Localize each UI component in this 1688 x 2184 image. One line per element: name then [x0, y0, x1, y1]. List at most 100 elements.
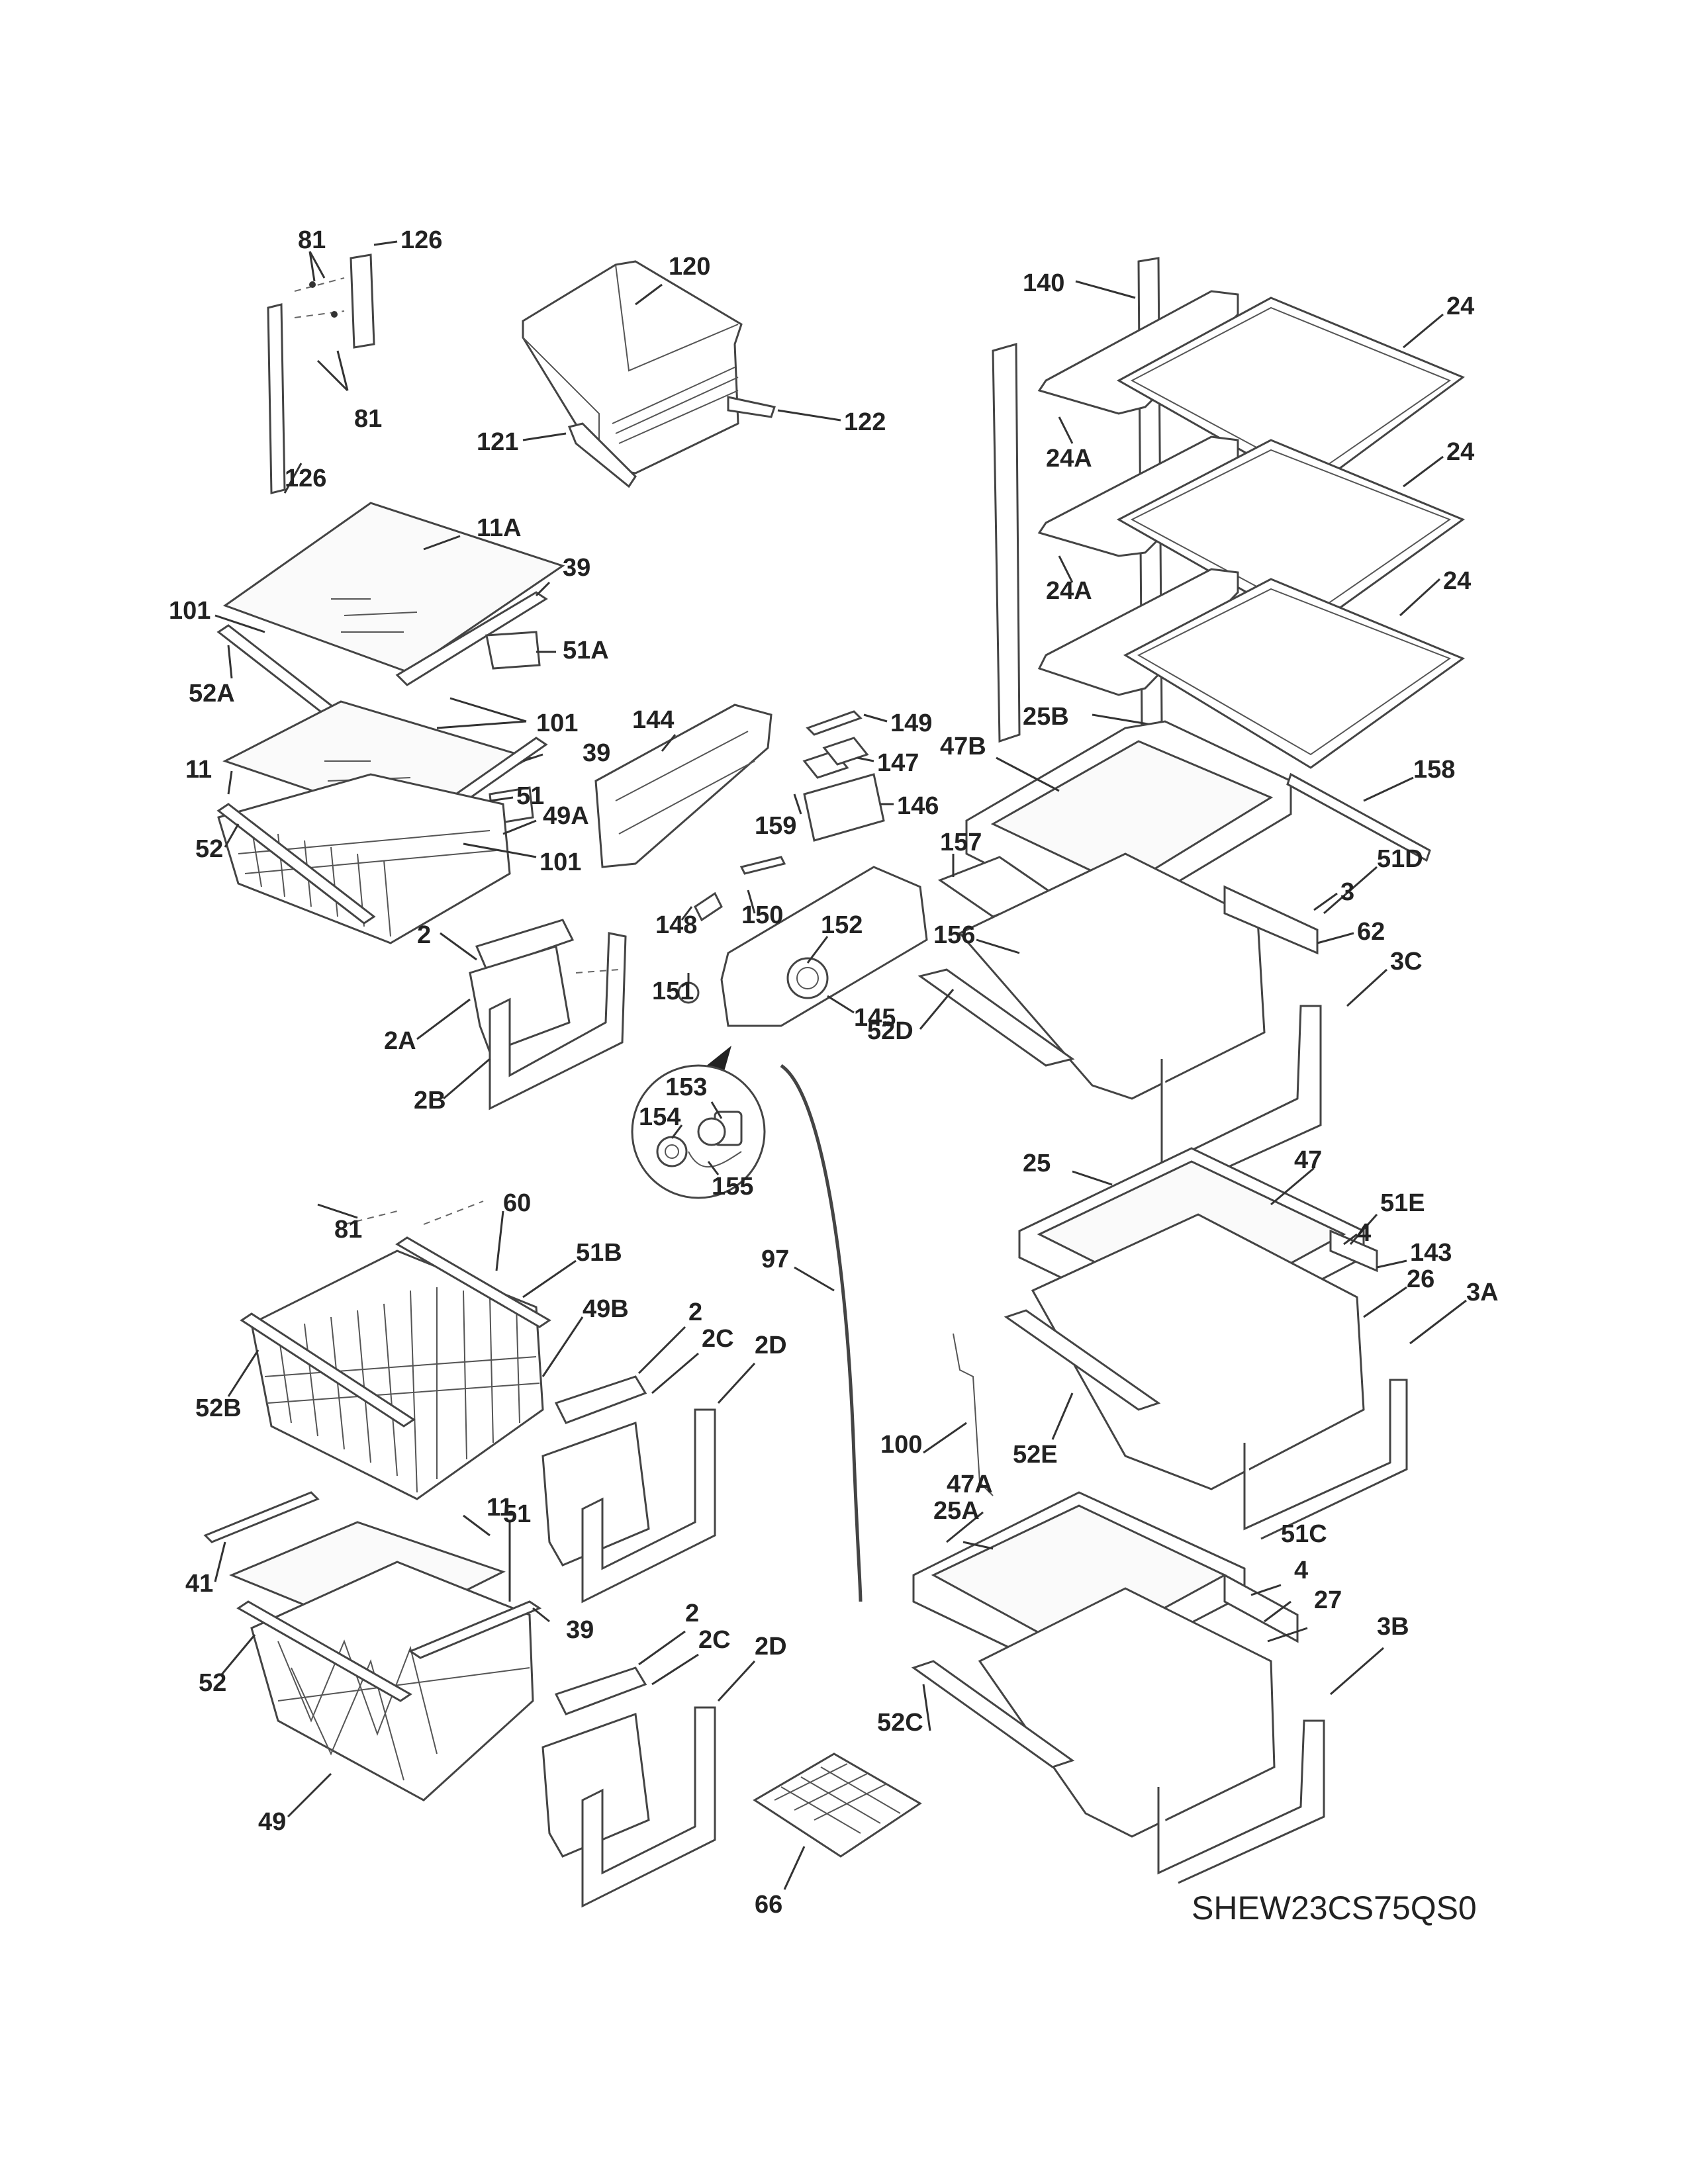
callout: 52C	[877, 1709, 923, 1737]
callout: 2	[685, 1600, 699, 1627]
callout: 52B	[195, 1394, 242, 1422]
callout: 24A	[1046, 445, 1092, 473]
callout: 52	[199, 1669, 226, 1697]
callout: 24	[1446, 293, 1474, 320]
callout: 25	[1023, 1150, 1051, 1177]
callout: 2B	[414, 1087, 446, 1115]
callout: 52D	[867, 1017, 914, 1045]
callout: 2A	[384, 1027, 416, 1055]
callout: 4	[1357, 1219, 1371, 1247]
callout: 11A	[477, 514, 522, 542]
crisper-47b-assembly	[917, 720, 1431, 1189]
callout: 2	[688, 1298, 702, 1326]
callout: 47	[1294, 1146, 1322, 1174]
callout: 51E	[1380, 1189, 1425, 1217]
callout: 39	[563, 554, 590, 582]
callout: 39	[583, 739, 610, 767]
door-bin-2	[416, 919, 627, 1111]
callout: 2	[417, 921, 431, 949]
shelf-24-bottom	[1037, 568, 1466, 769]
shelf-24-middle	[1037, 435, 1466, 630]
shelf-rails-and-shelves	[992, 257, 1466, 769]
callout: 146	[897, 792, 939, 820]
callout: 3B	[1377, 1613, 1409, 1641]
callout: 81	[354, 405, 382, 433]
model-number: SHEW23CS75QS0	[1192, 1889, 1477, 1927]
hinge-bracket-group	[267, 240, 398, 494]
callout: 47A	[947, 1471, 993, 1498]
callout: 3	[1340, 878, 1354, 906]
callout: 41	[185, 1570, 213, 1598]
callout: 51C	[1281, 1520, 1327, 1548]
callout: 157	[940, 829, 982, 856]
callout: 25B	[1023, 703, 1069, 731]
callout: 147	[877, 749, 919, 777]
callout: 49	[258, 1808, 286, 1836]
shelf-24-top	[1037, 290, 1466, 491]
callout: 150	[741, 901, 783, 929]
callout: 151	[652, 978, 694, 1005]
door-bin-upper	[541, 1326, 756, 1604]
callout: 49B	[583, 1295, 629, 1323]
callout: 101	[169, 597, 211, 625]
callout: 126	[400, 226, 442, 254]
callout: 39	[566, 1616, 594, 1644]
callout: 66	[755, 1891, 782, 1919]
callout: 140	[1023, 269, 1064, 297]
callout: 51D	[1377, 845, 1423, 873]
water-valve-detail	[631, 1046, 766, 1199]
callout: 81	[334, 1216, 362, 1244]
callout: 11	[487, 1494, 513, 1522]
callout: 2C	[698, 1626, 731, 1654]
callout: 24	[1443, 567, 1471, 595]
callout-labels: 81 126 120 121 122 126 81 140 24 24A 24 …	[169, 226, 1499, 1919]
callout: 81	[298, 226, 326, 254]
crisper-47a-assembly	[911, 1491, 1384, 1884]
callout: 27	[1314, 1586, 1342, 1614]
callout: 154	[639, 1103, 680, 1131]
callout: 26	[1407, 1265, 1434, 1293]
callout: 51A	[563, 637, 609, 664]
callout: 52	[195, 835, 223, 863]
callout: 51	[503, 1500, 531, 1528]
callout: 120	[669, 253, 710, 281]
callout: 155	[712, 1173, 753, 1201]
callout: 101	[539, 848, 581, 876]
ice-maker-assembly	[594, 704, 928, 1027]
callout: 126	[285, 465, 326, 492]
water-tube-97	[780, 1064, 863, 1602]
callout: 100	[880, 1431, 922, 1459]
callout: 52E	[1013, 1441, 1058, 1469]
callout: 122	[844, 408, 886, 436]
callout: 3A	[1466, 1279, 1499, 1306]
callout: 60	[503, 1189, 531, 1217]
callout: 51	[516, 782, 544, 810]
basket-49b-assembly	[227, 1201, 584, 1500]
callout: 121	[477, 428, 518, 456]
callout: 4	[1294, 1557, 1308, 1584]
callout: 152	[821, 911, 863, 939]
basket-49-assembly	[203, 1491, 550, 1818]
callout: 158	[1413, 756, 1455, 784]
callout: 24A	[1046, 577, 1092, 605]
callout: 153	[665, 1073, 707, 1101]
callout: 149	[890, 709, 932, 737]
basket-49a-assembly	[216, 700, 548, 944]
callout: 148	[655, 911, 697, 939]
callout: 156	[933, 921, 975, 949]
callout: 62	[1357, 918, 1385, 946]
callout: 145	[854, 1004, 896, 1032]
callout: 3C	[1390, 948, 1423, 976]
callout: 2D	[755, 1633, 787, 1661]
callout: 159	[755, 812, 796, 840]
door-bin-lower	[541, 1630, 756, 1908]
callout: 51B	[576, 1239, 622, 1267]
callout: 2C	[702, 1325, 734, 1353]
callout: 101	[536, 709, 578, 737]
glass-shelf-11a	[214, 502, 565, 788]
callout: 97	[761, 1246, 789, 1273]
callout: 143	[1410, 1239, 1452, 1267]
callout: 144	[632, 706, 674, 734]
callout: 52A	[189, 680, 235, 707]
